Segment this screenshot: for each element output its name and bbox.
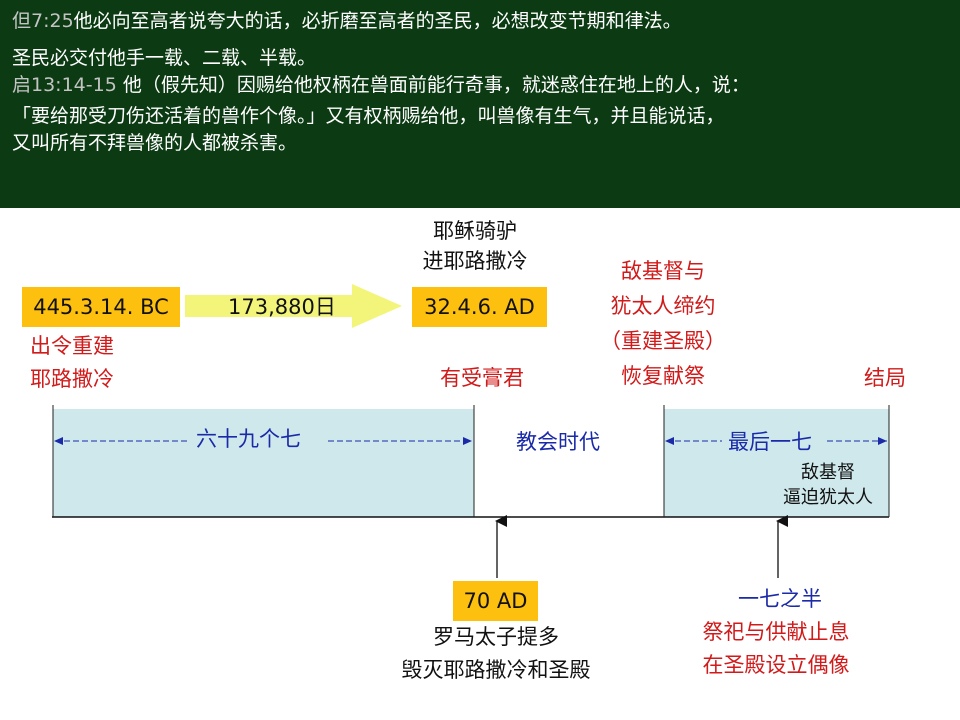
verse-text: 他（假先知）因赐给他权柄在兽面前能行奇事，就迷惑住在地上的人，说： (116, 74, 750, 97)
period2-label: 最后一七 (728, 430, 812, 454)
days-arrow (185, 284, 402, 328)
verse-text: 他必向至高者说夸大的话，必折磨至高者的圣民，必想改变节期和律法。 (73, 10, 682, 32)
verse-text: 圣民必交付他手一载、二载、半载。 (12, 46, 317, 69)
note-line: 罗马太子提多 (433, 625, 559, 649)
note-line: 犹太人缔约 (610, 293, 716, 318)
mid-week-title: 一七之半 (738, 587, 822, 611)
anointed-one-label: 有受膏君 (440, 366, 524, 390)
note-line: 耶路撒冷 (30, 366, 114, 391)
verse-text: 「要给那受刀伤还活着的兽作个像。」又有权柄赐给他，叫兽像有生气，并且能说话， (12, 104, 725, 127)
decree-note: 出令重建 耶路撒冷 (30, 330, 114, 395)
note-line: 进耶路撒冷 (422, 249, 528, 274)
days-label: 173,880日 (228, 295, 336, 319)
triumphal-entry-note: 耶稣骑驴 进耶路撒冷 (405, 216, 545, 277)
header-line-3: 启13:14-15 他（假先知）因赐给他权柄在兽面前能行奇事，就迷惑住在地上的人… (12, 72, 948, 100)
header-line-5: 又叫所有不拜兽像的人都被杀害。 (12, 130, 948, 158)
covenant-note: 敌基督与 犹太人缔约 （重建圣殿） 恢复献祭 (588, 254, 738, 393)
verse-ref: 但7:25 (12, 10, 74, 32)
note-line: 敌基督与 (621, 259, 705, 283)
note-line: （重建圣殿） (600, 328, 726, 353)
end-date-box: 32.4.6. AD (412, 287, 547, 327)
mid-week-note: 祭祀与供献止息 在圣殿设立偶像 (676, 616, 876, 681)
note-line: 毁灭耶路撒冷和圣殿 (401, 657, 591, 682)
note-line: 出令重建 (30, 334, 114, 358)
note-line: 逼迫犹太人 (783, 487, 873, 509)
verse-text: 又叫所有不拜兽像的人都被杀害。 (12, 132, 298, 155)
antichrist-note: 敌基督 逼迫犹太人 (768, 460, 888, 510)
verse-ref: 启13:14-15 (12, 74, 117, 97)
note-line: 恢复献祭 (621, 363, 705, 388)
start-date-box: 445.3.14. BC (22, 287, 180, 327)
header-line-4: 「要给那受刀伤还活着的兽作个像。」又有权柄赐给他，叫兽像有生气，并且能说话， (12, 103, 948, 131)
period1-label: 六十九个七 (196, 427, 301, 451)
ad70-box: 70 AD (453, 581, 538, 621)
note-line: 在圣殿设立偶像 (702, 652, 850, 677)
ad70-note: 罗马太子提多 毁灭耶路撒冷和圣殿 (376, 621, 616, 686)
note-line: 耶稣骑驴 (433, 219, 517, 243)
church-age-label: 教会时代 (516, 430, 600, 454)
period-last-week (664, 409, 889, 517)
period-69-weeks (53, 409, 474, 517)
ending-label: 结局 (864, 366, 906, 390)
header-line-2: 圣民必交付他手一载、二载、半载。 (12, 45, 948, 73)
scripture-header: 但7:25他必向至高者说夸大的话，必折磨至高者的圣民，必想改变节期和律法。 圣民… (0, 0, 960, 208)
note-line: 祭祀与供献止息 (702, 620, 850, 644)
note-line: 敌基督 (801, 462, 855, 483)
header-line-1: 但7:25他必向至高者说夸大的话，必折磨至高者的圣民，必想改变节期和律法。 (12, 8, 948, 36)
